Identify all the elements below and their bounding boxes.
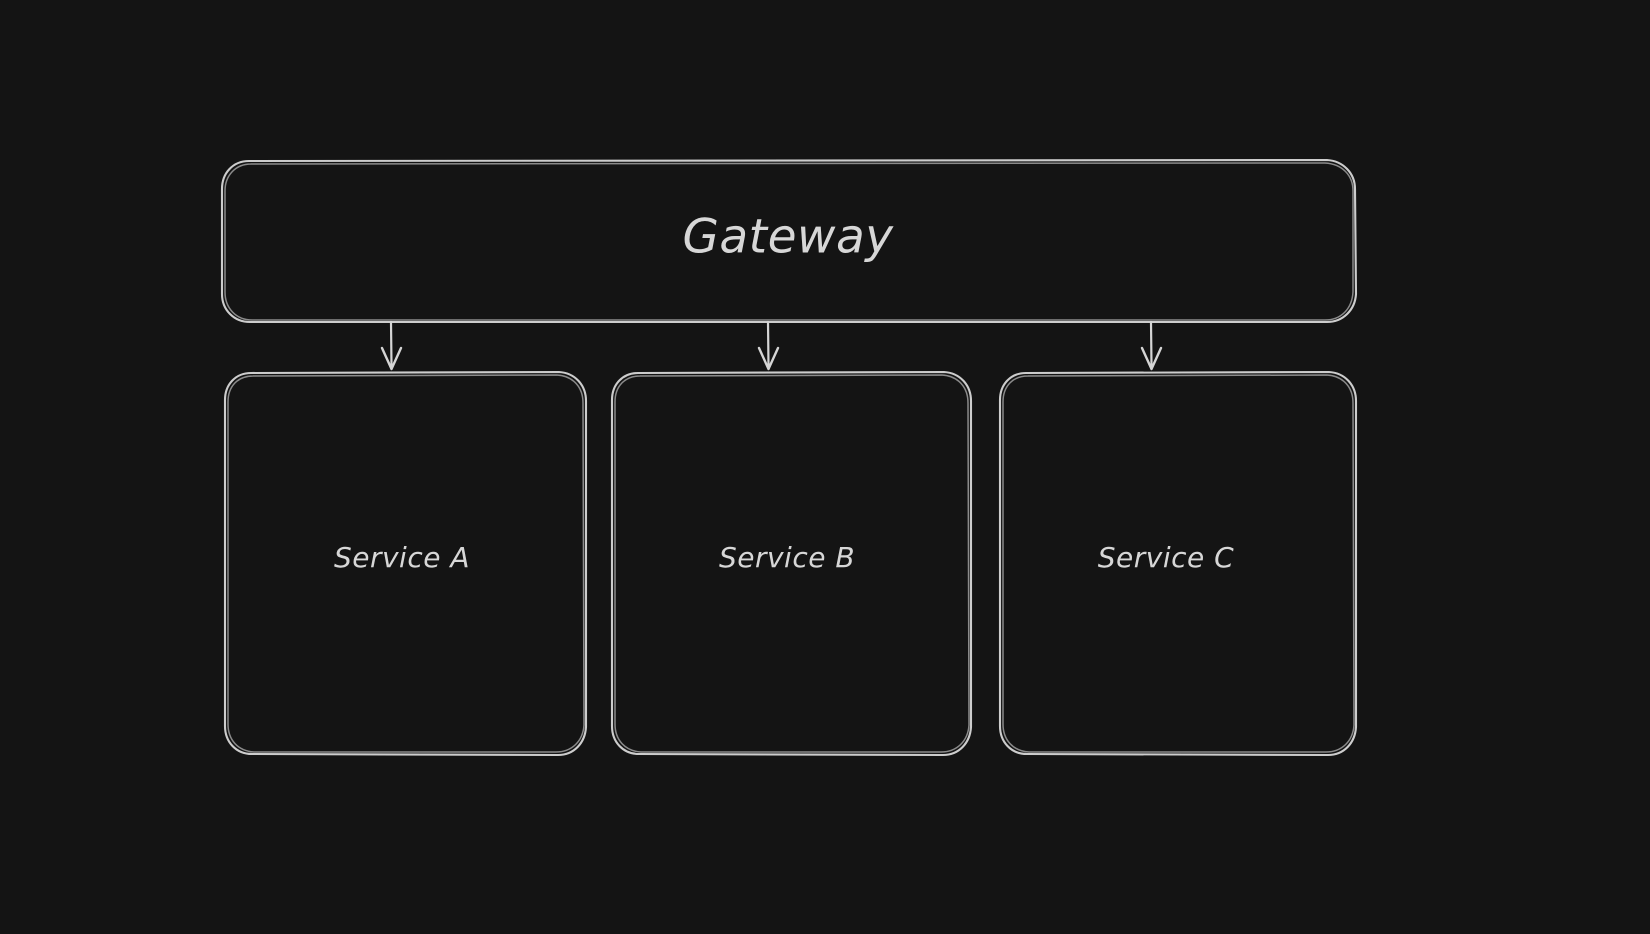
service-c-box-outline — [998, 370, 1358, 757]
arrow-head-a — [380, 346, 403, 371]
edge-gateway-to-service-a[interactable] — [380, 320, 403, 371]
service-c-label: Service C — [1098, 541, 1234, 574]
edge-gateway-to-service-b[interactable] — [757, 320, 780, 371]
arrow-shaft-c — [1149, 320, 1153, 368]
service-b-box-outline-sketch-overlay — [614, 374, 970, 753]
service-c-box-outline-sketch-overlay — [1002, 374, 1355, 753]
edge-gateway-to-service-c[interactable] — [1140, 320, 1163, 371]
service-a-box-outline-sketch-overlay — [227, 374, 585, 753]
node-service-c[interactable]: Service C — [998, 370, 1358, 757]
node-service-a[interactable]: Service A — [223, 370, 588, 757]
node-gateway[interactable]: Gateway — [220, 158, 1358, 324]
service-a-label: Service A — [334, 541, 470, 574]
arrow-head-c — [1140, 346, 1163, 371]
gateway-box-outline — [220, 158, 1358, 324]
service-a-box-outline — [223, 370, 588, 757]
gateway-label: Gateway — [682, 210, 894, 265]
gateway-box-outline-sketch-overlay — [224, 162, 1354, 321]
arrow-shaft-a — [389, 320, 393, 368]
service-b-box-outline — [610, 370, 973, 757]
node-service-b[interactable]: Service B — [610, 370, 973, 757]
arrow-head-b — [757, 346, 780, 371]
arrow-shaft-b — [766, 320, 770, 368]
service-b-label: Service B — [719, 541, 855, 574]
